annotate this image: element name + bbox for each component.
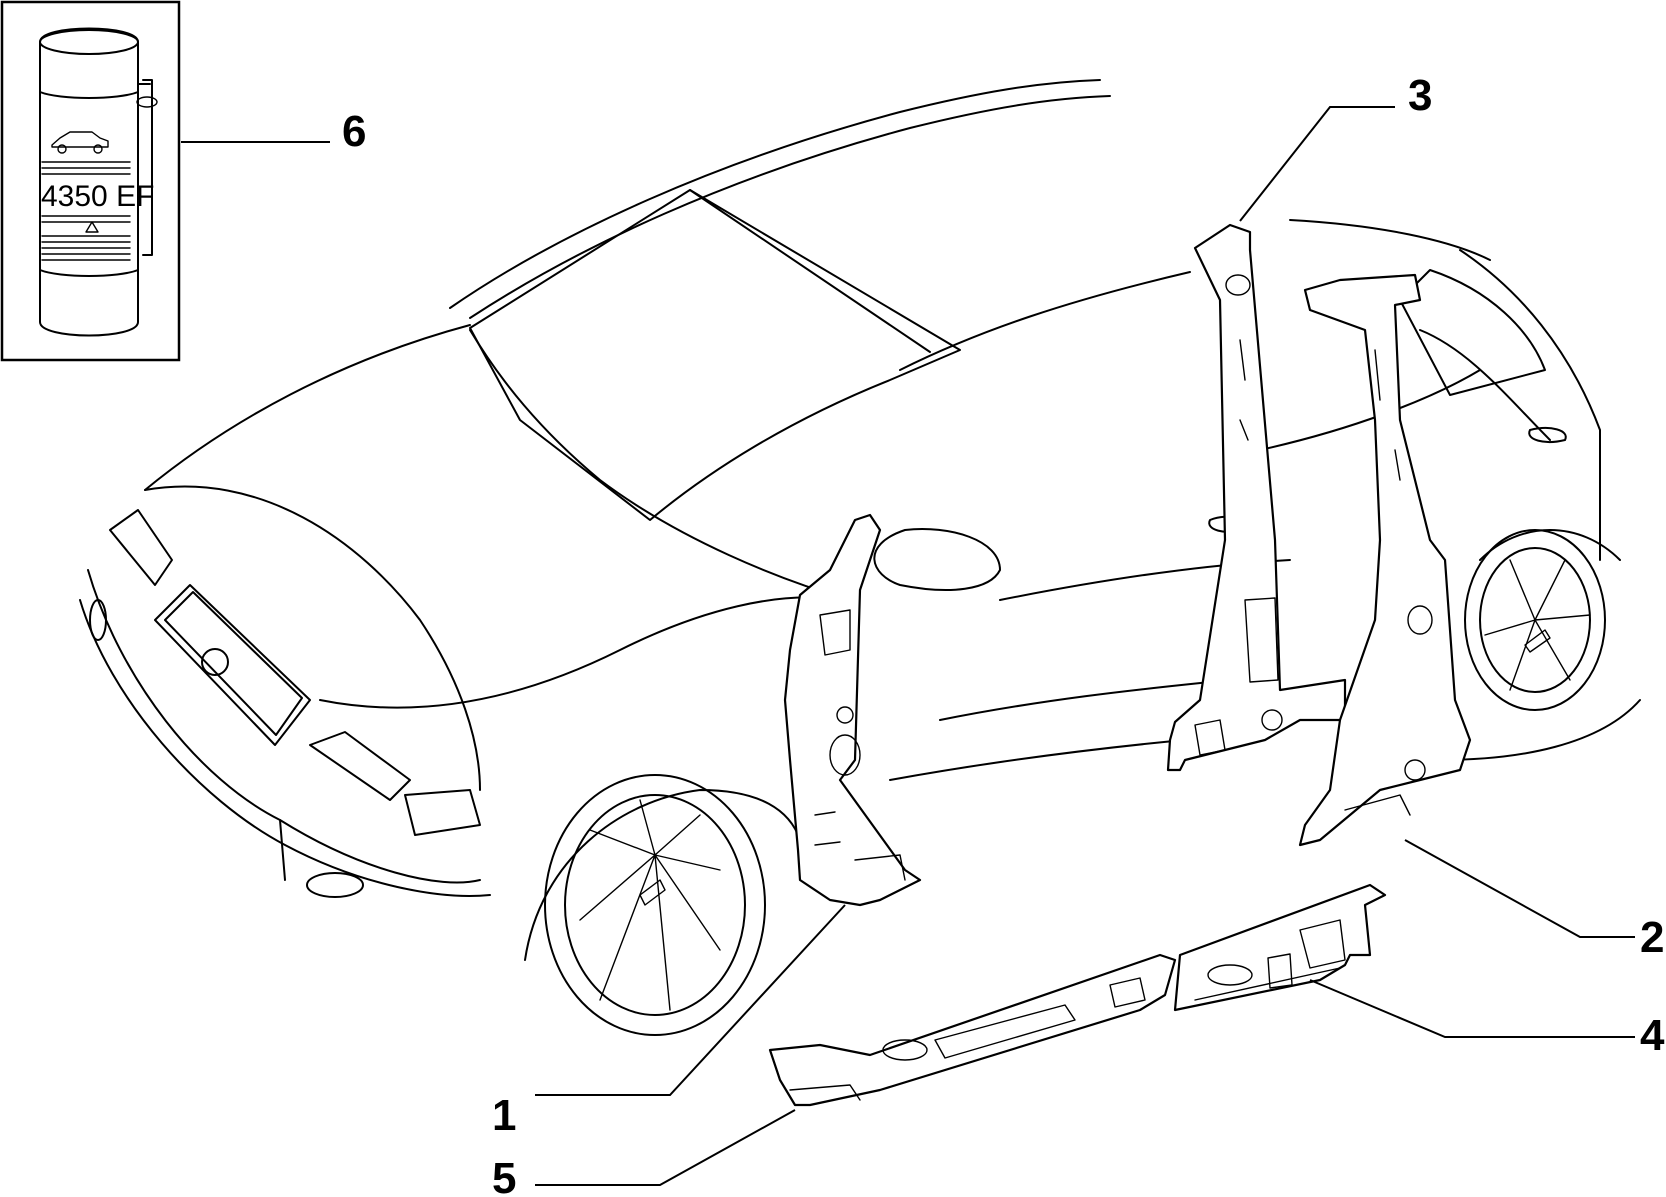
part-5-front-sill xyxy=(768,953,1177,1107)
inset-box xyxy=(0,0,181,362)
callout-3: 3 xyxy=(1408,71,1432,120)
part-4-rear-sill xyxy=(1173,883,1387,1012)
car-body-outline xyxy=(79,79,1641,1036)
warning-triangle-icon xyxy=(85,221,99,233)
part-2-c-pillar xyxy=(1298,273,1472,847)
callout-6: 6 xyxy=(342,107,366,156)
part-3-b-pillar xyxy=(1166,223,1347,772)
callout-2: 2 xyxy=(1640,913,1664,962)
callout-5: 5 xyxy=(492,1154,516,1197)
rear-wheel-spokes xyxy=(1484,559,1591,691)
sealant-can-illustration: 4350 EF xyxy=(39,27,158,337)
can-product-code: 4350 EF xyxy=(41,180,154,213)
leader-lines xyxy=(181,106,1635,1186)
callout-4: 4 xyxy=(1640,1011,1665,1060)
part-1-a-pillar xyxy=(783,513,922,907)
car-logo-icon xyxy=(51,131,109,154)
front-wheel-spokes xyxy=(579,799,721,1011)
callout-1: 1 xyxy=(492,1091,516,1140)
can-label-stripes xyxy=(41,161,131,261)
